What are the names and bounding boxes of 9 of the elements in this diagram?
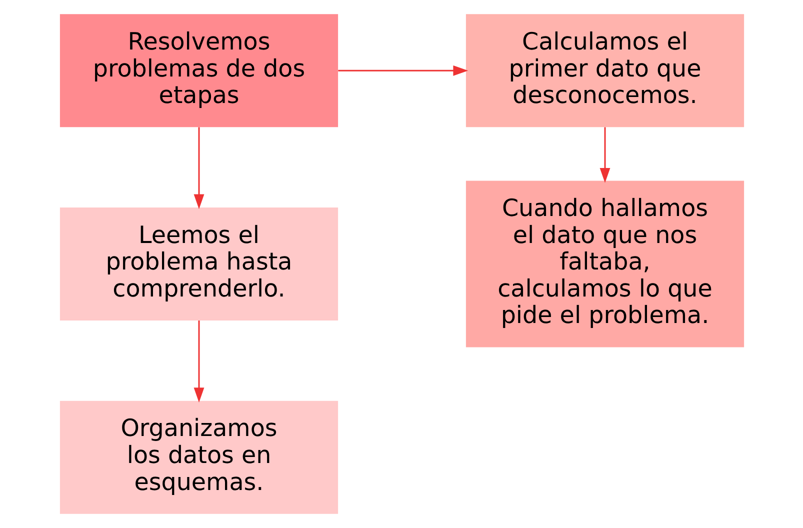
arrow bbox=[599, 127, 610, 183]
node-box: Resolvemos problemas de dos etapas bbox=[59, 14, 338, 128]
arrow bbox=[193, 127, 204, 210]
arrow bbox=[338, 65, 468, 76]
node-box: Leemos el problema hasta comprenderlo. bbox=[59, 207, 338, 321]
arrow bbox=[193, 320, 204, 402]
node-box: Organizamos los datos en esquemas. bbox=[59, 400, 338, 514]
node-box: Cuando hallamos el dato que nos faltaba, calculamos lo que pide el problema. bbox=[465, 180, 744, 348]
node-box: Calculamos el primer dato que desconocemos. bbox=[465, 14, 744, 128]
